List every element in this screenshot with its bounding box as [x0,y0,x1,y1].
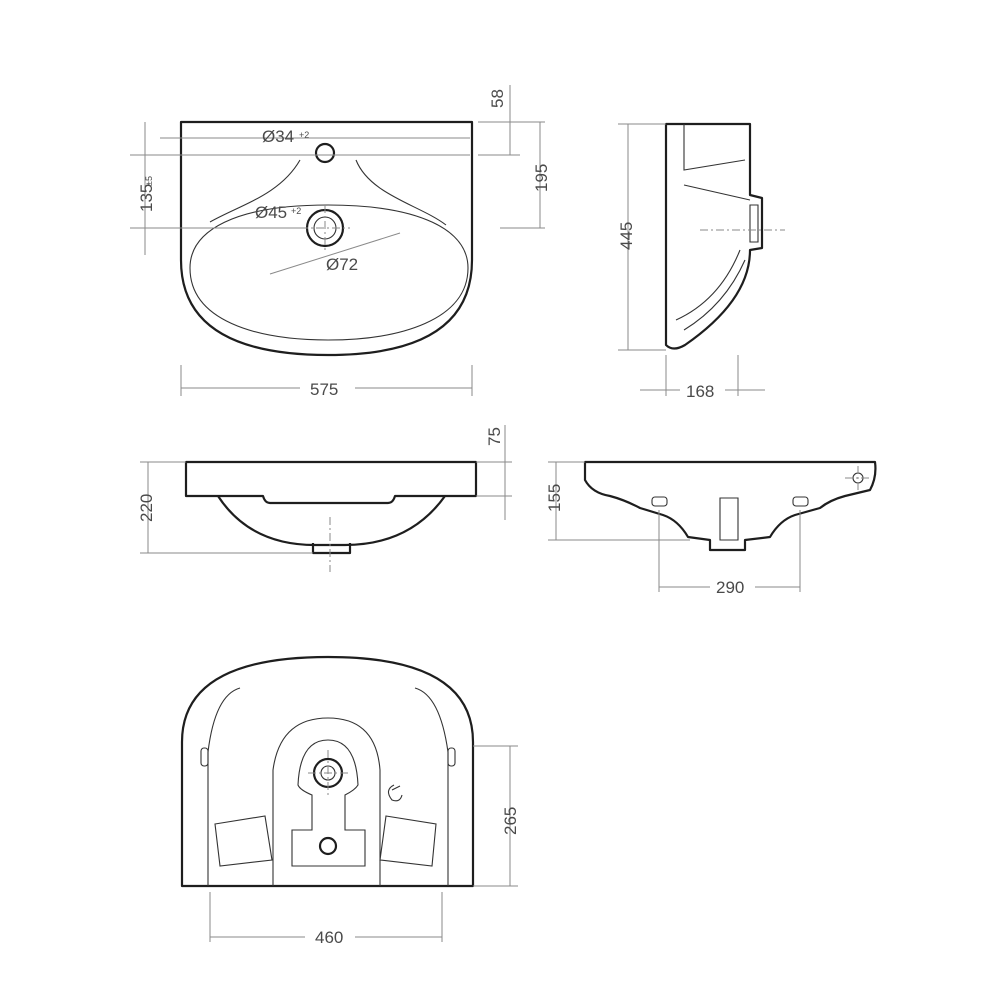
bottom-view-drain-channel [291,739,366,867]
dim-hole-top-tol: +2 [299,130,309,140]
back-view-outline [583,460,877,552]
top-view-outline [179,120,474,357]
overflow-hole [314,142,336,164]
dim-offset: 135 [137,184,156,212]
left-bottom-slot [200,747,209,767]
dim-rim-top: 58 [488,89,507,108]
dim-side-height: 445 [617,222,636,250]
dim-hole-top: Ø34 [262,127,294,146]
dim-front-height: 220 [137,494,156,522]
dim-mount-spacing: 290 [716,578,744,597]
dim-hole-drain-tol: +2 [291,206,301,216]
dim-bottom-height: 265 [501,807,520,835]
bottom-second-hole [318,836,338,856]
top-view-deck-curve [209,159,447,226]
dim-front-rim: 75 [485,427,504,446]
right-mount-slot [792,496,809,507]
right-bracket [379,815,437,867]
dim-ring: Ø72 [326,255,358,274]
side-view: 445 168 [617,122,785,401]
bottom-view: 265 460 [180,655,520,947]
side-view-outline [664,122,764,350]
front-view-rim [184,460,478,505]
material-mark-icon [387,784,403,802]
front-view: 220 75 [137,425,512,572]
right-bottom-slot [447,747,456,767]
dim-depth-to-hole: 195 [532,164,551,192]
back-view-center-rect [719,497,739,541]
side-view-inner [675,124,751,331]
back-view: 155 290 [545,460,877,597]
dim-side-depth: 168 [686,382,714,401]
dim-hole-drain: Ø45 [255,203,287,222]
dim-offset-tol: ±5 [144,176,154,186]
dim-bottom-width: 460 [315,928,343,947]
top-view: Ø34 +2 Ø45 +2 Ø72 135 ±5 575 195 58 [130,85,551,399]
dim-back-height: 155 [545,484,564,512]
bottom-view-drain-housing [272,717,381,886]
front-view-drain [311,543,352,555]
left-bracket [214,815,273,867]
top-view-bowl [189,204,469,341]
dim-width: 575 [310,380,338,399]
left-mount-slot [651,496,668,507]
side-view-overflow [749,204,759,243]
bottom-view-outline [180,655,475,888]
